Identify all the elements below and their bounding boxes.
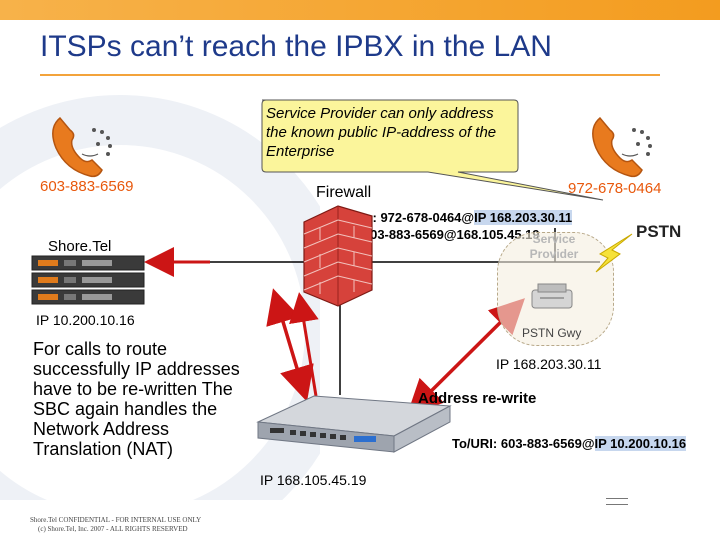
title-underline bbox=[40, 74, 660, 76]
phone-icon bbox=[52, 116, 112, 178]
from-line-ip: IP 168.203.30.11 bbox=[474, 210, 573, 225]
ip-provider-label: IP 168.203.30.11 bbox=[496, 356, 602, 372]
slide-title: ITSPs can’t reach the IPBX in the LAN bbox=[40, 30, 552, 63]
phone-icon bbox=[592, 116, 652, 178]
firewall-icon bbox=[303, 205, 373, 307]
to-uri-prefix: To/URI: 603-883-6569@ bbox=[452, 436, 595, 451]
firewall-label: Firewall bbox=[316, 184, 372, 201]
service-provider-label: Service Provider bbox=[529, 232, 579, 261]
shoretel-label: Shore.Tel bbox=[48, 238, 112, 255]
left-phone-number: 603-883-6569 bbox=[40, 178, 134, 195]
pstn-gwy-label: PSTN Gwy bbox=[522, 326, 582, 340]
arrow-shoretel-to-sbc bbox=[266, 288, 314, 402]
server-rack-icon bbox=[31, 255, 145, 305]
top-accent-bar bbox=[0, 0, 720, 20]
slide-note: For calls to route successfully IP addre… bbox=[33, 339, 240, 459]
pstn-label: PSTN bbox=[636, 222, 682, 241]
callout-bubble bbox=[261, 99, 604, 201]
pstn-gateway-icon bbox=[531, 283, 573, 309]
from-line: From: 972-678-0464@IP 168.203.30.11 bbox=[340, 210, 573, 225]
footer-confidential: Shore.Tel CONFIDENTIAL - FOR INTERNAL US… bbox=[30, 516, 202, 524]
right-phone-number: 972-678-0464 bbox=[568, 180, 662, 197]
to-uri-line: To/URI: 603-883-6569@IP 10.200.10.16 bbox=[452, 436, 687, 451]
small-logo-mark bbox=[606, 498, 628, 505]
callout-text: Service Provider can only address the kn… bbox=[266, 105, 497, 160]
footer-rights: (c) Shore.Tel, Inc. 2007 - ALL RIGHTS RE… bbox=[38, 525, 188, 533]
lightning-icon bbox=[595, 233, 633, 273]
sbc-device-icon bbox=[256, 395, 452, 453]
address-rewrite-label: Address re-write bbox=[418, 390, 537, 407]
arrow-sbc-to-firewall bbox=[289, 292, 319, 397]
to-line: To: 603-883-6569@168.105.45.19 bbox=[340, 227, 540, 242]
background-watermark bbox=[0, 95, 320, 500]
ip-sbc-label: IP 168.105.45.19 bbox=[260, 472, 367, 488]
ip-lan-label: IP 10.200.10.16 bbox=[36, 312, 135, 328]
from-line-prefix: From: 972-678-0464@ bbox=[340, 210, 475, 225]
to-uri-ip: IP 10.200.10.16 bbox=[594, 436, 687, 451]
